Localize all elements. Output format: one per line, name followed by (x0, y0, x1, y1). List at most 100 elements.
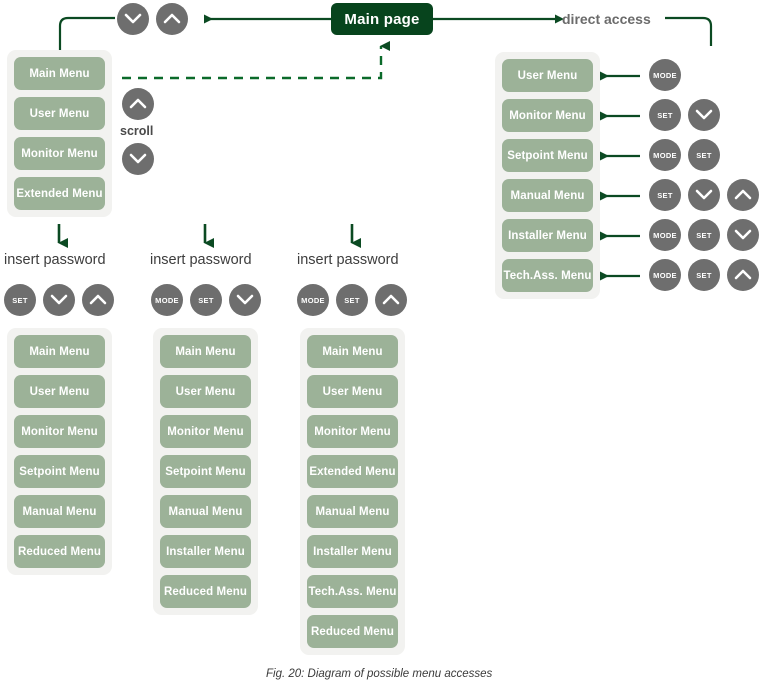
key-button-set[interactable]: SET (688, 219, 720, 251)
chevron-down-icon (124, 13, 142, 24)
key-button-up[interactable] (82, 284, 114, 316)
menu-item[interactable]: User Menu (14, 375, 105, 408)
menu-item-label: Main Menu (29, 67, 90, 80)
menu-item[interactable]: Setpoint Menu (502, 139, 593, 172)
key-button-down[interactable] (43, 284, 75, 316)
menu-item[interactable]: User Menu (307, 375, 398, 408)
menu-item[interactable]: User Menu (502, 59, 593, 92)
menu-item[interactable]: Monitor Menu (160, 415, 251, 448)
chevron-down-icon (236, 294, 254, 305)
password-panel-1: Main Menu User Menu Monitor Menu Setpoin… (7, 328, 112, 575)
chevron-down-icon (695, 109, 713, 120)
dashed-return-line (122, 41, 390, 80)
menu-item[interactable]: Main Menu (14, 335, 105, 368)
menu-item-label: Manual Menu (22, 505, 97, 518)
menu-item-label: Monitor Menu (509, 109, 586, 122)
menu-item-label: Monitor Menu (21, 425, 98, 438)
figure-caption: Fig. 20: Diagram of possible menu access… (266, 668, 493, 680)
key-button-down[interactable] (688, 179, 720, 211)
key-button-mode[interactable]: MODE (649, 59, 681, 91)
menu-item-label: Main Menu (175, 345, 236, 358)
key-button-label: MODE (301, 295, 325, 305)
menu-item[interactable]: Monitor Menu (14, 415, 105, 448)
menu-item[interactable]: Main Menu (307, 335, 398, 368)
key-button-up[interactable] (727, 179, 759, 211)
menu-item-label: Tech.Ass. Menu (503, 269, 592, 282)
key-button-down[interactable] (229, 284, 261, 316)
key-button-mode[interactable]: MODE (297, 284, 329, 316)
menu-item[interactable]: User Menu (160, 375, 251, 408)
menu-item[interactable]: Tech.Ass. Menu (502, 259, 593, 292)
key-button-mode[interactable]: MODE (151, 284, 183, 316)
key-button-label: SET (696, 150, 712, 160)
nav-button-down[interactable] (117, 3, 149, 35)
menu-item-label: User Menu (322, 385, 383, 398)
menu-item-label: Installer Menu (166, 545, 245, 558)
menu-item[interactable]: Reduced Menu (160, 575, 251, 608)
key-button-set[interactable]: SET (190, 284, 222, 316)
key-button-label: SET (12, 295, 28, 305)
menu-item[interactable]: Main Menu (14, 57, 105, 90)
menu-item[interactable]: Setpoint Menu (14, 455, 105, 488)
key-button-set[interactable]: SET (688, 139, 720, 171)
key-button-set[interactable]: SET (649, 99, 681, 131)
menu-item[interactable]: User Menu (14, 97, 105, 130)
menu-item-label: Reduced Menu (164, 585, 247, 598)
menu-item-label: Manual Menu (315, 505, 390, 518)
menu-item[interactable]: Reduced Menu (307, 615, 398, 648)
insert-password-label-3: insert password (297, 252, 399, 268)
menu-item[interactable]: Monitor Menu (502, 99, 593, 132)
menu-item[interactable]: Manual Menu (307, 495, 398, 528)
elbow-direct-access (665, 16, 713, 46)
key-button-up[interactable] (375, 284, 407, 316)
key-button-set[interactable]: SET (336, 284, 368, 316)
key-button-mode[interactable]: MODE (649, 219, 681, 251)
menu-item-label: User Menu (517, 69, 578, 82)
menu-item-label: Monitor Menu (167, 425, 244, 438)
chevron-up-icon (382, 294, 400, 305)
scroll-button-up[interactable] (122, 88, 154, 120)
chevron-up-icon (734, 189, 752, 200)
menu-item[interactable]: Installer Menu (307, 535, 398, 568)
chevron-down-icon (695, 189, 713, 200)
menu-item[interactable]: Extended Menu (14, 177, 105, 210)
direct-access-label: direct access (562, 11, 651, 27)
menu-item[interactable]: Monitor Menu (14, 137, 105, 170)
menu-item[interactable]: Main Menu (160, 335, 251, 368)
scroll-label: scroll (120, 124, 154, 138)
chevron-down-icon (50, 294, 68, 305)
menu-item[interactable]: Extended Menu (307, 455, 398, 488)
menu-item-label: Main Menu (322, 345, 383, 358)
scroll-button-down[interactable] (122, 143, 154, 175)
key-button-label: MODE (653, 230, 677, 240)
key-button-label: MODE (653, 70, 677, 80)
key-button-up[interactable] (727, 259, 759, 291)
menu-item-label: Manual Menu (510, 189, 585, 202)
top-menu-panel: Main Menu User Menu Monitor Menu Extende… (7, 50, 112, 217)
menu-item[interactable]: Monitor Menu (307, 415, 398, 448)
menu-item-label: Tech.Ass. Menu (308, 585, 397, 598)
menu-item[interactable]: Installer Menu (502, 219, 593, 252)
nav-button-up[interactable] (156, 3, 188, 35)
menu-item[interactable]: Tech.Ass. Menu (307, 575, 398, 608)
key-button-set[interactable]: SET (649, 179, 681, 211)
key-button-mode[interactable]: MODE (649, 139, 681, 171)
key-button-down[interactable] (688, 99, 720, 131)
menu-item-label: User Menu (29, 385, 90, 398)
menu-item[interactable]: Installer Menu (160, 535, 251, 568)
key-button-set[interactable]: SET (688, 259, 720, 291)
key-button-set[interactable]: SET (4, 284, 36, 316)
menu-item[interactable]: Reduced Menu (14, 535, 105, 568)
key-button-mode[interactable]: MODE (649, 259, 681, 291)
menu-item[interactable]: Manual Menu (14, 495, 105, 528)
main-page-badge[interactable]: Main page (331, 3, 433, 35)
key-button-down[interactable] (727, 219, 759, 251)
menu-item[interactable]: Setpoint Menu (160, 455, 251, 488)
menu-item-label: Main Menu (29, 345, 90, 358)
password-panel-2: Main Menu User Menu Monitor Menu Setpoin… (153, 328, 258, 615)
chevron-down-icon (129, 153, 147, 164)
menu-item-label: Monitor Menu (314, 425, 391, 438)
menu-item[interactable]: Manual Menu (502, 179, 593, 212)
menu-item[interactable]: Manual Menu (160, 495, 251, 528)
menu-item-label: Reduced Menu (18, 545, 101, 558)
